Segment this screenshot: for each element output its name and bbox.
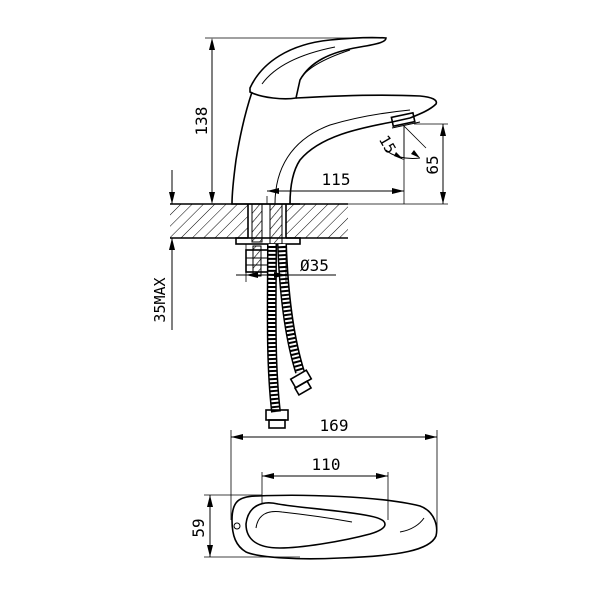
spout-height-label: 65	[423, 155, 442, 174]
spout	[295, 94, 438, 119]
top-view-handle	[245, 502, 386, 549]
reach-dimension: 115	[266, 126, 405, 204]
height-dimension: 138	[192, 37, 386, 204]
handle-length-label: 110	[312, 455, 341, 474]
deck-thickness-label: 35MAX	[151, 277, 169, 322]
height-label: 138	[192, 107, 211, 136]
width-dimension: 59	[189, 494, 300, 558]
hole-diameter-dimension: Ø35	[236, 244, 336, 282]
aerator	[390, 111, 416, 128]
faucet-body	[231, 91, 300, 205]
overall-length-dimension: 169	[230, 416, 438, 530]
angle-dimension: 15	[375, 125, 427, 160]
deck-thickness-dimension: 35MAX	[151, 170, 175, 330]
shank-and-hoses	[235, 203, 313, 429]
top-view-outline	[231, 494, 438, 560]
faucet-side-view	[231, 36, 438, 205]
faucet-top-view	[231, 494, 438, 560]
handle-length-dimension: 110	[261, 455, 389, 520]
hole-diameter-label: Ø35	[300, 256, 329, 275]
overall-length-label: 169	[320, 416, 349, 435]
spout-height-dimension: 65	[348, 123, 448, 205]
width-label: 59	[189, 518, 208, 537]
handle-lever	[249, 36, 387, 100]
reach-label: 115	[322, 170, 351, 189]
